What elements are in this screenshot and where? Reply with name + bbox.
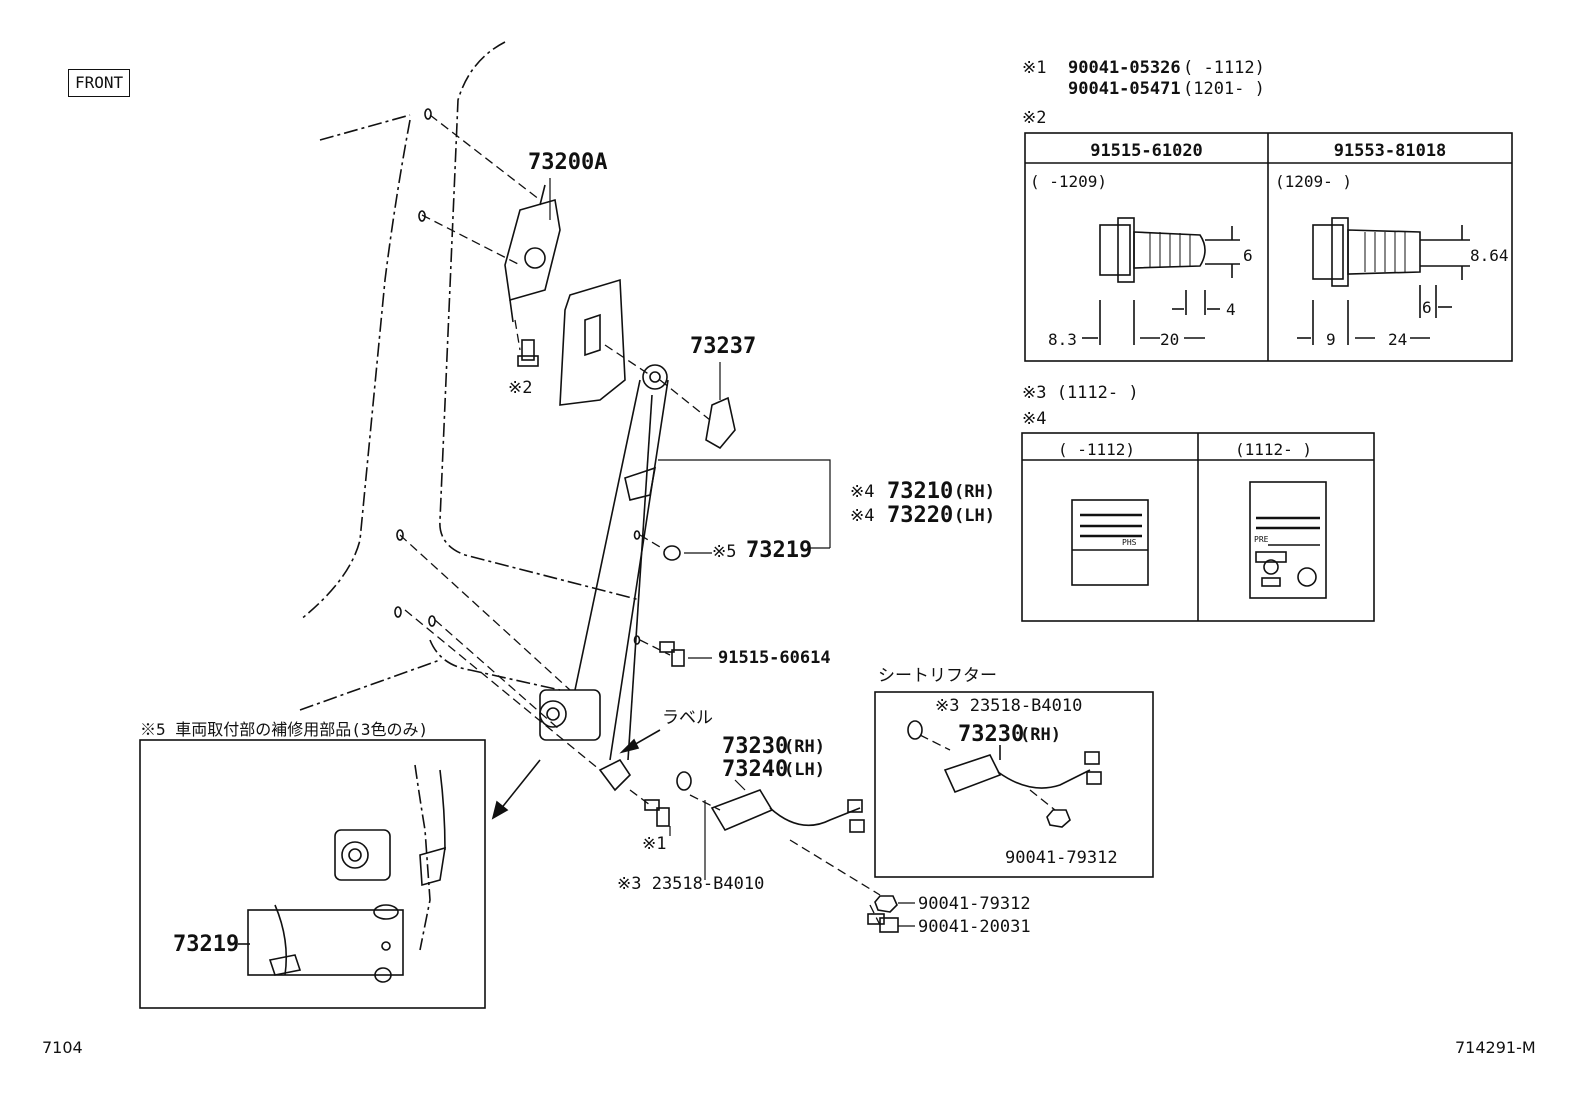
- part-73240-side: (LH): [784, 760, 825, 780]
- part-73210: 73210: [887, 479, 954, 504]
- dim-1-d: 6: [1243, 246, 1253, 265]
- part-73219-mark: ※5: [712, 542, 737, 562]
- seat-lifter-73230: 73230: [958, 722, 1025, 747]
- label-1-text: PHS: [1122, 538, 1137, 547]
- washer: [676, 771, 692, 791]
- bolt-2: [517, 339, 539, 367]
- part-73220: 73220: [887, 503, 954, 528]
- table2-frame: [1024, 132, 1513, 362]
- table2-col2-part: 91553-81018: [1333, 141, 1447, 161]
- part-73237: 73237: [690, 334, 757, 359]
- buckle: [710, 789, 865, 833]
- cap-73219: [663, 545, 681, 561]
- part-73230-side: (RH): [784, 737, 825, 757]
- hole-markers: [394, 108, 641, 645]
- inset5-73219: 73219: [173, 932, 240, 957]
- note-1-mark: ※1: [1022, 58, 1047, 78]
- dim-1-thread-end: 4: [1226, 300, 1236, 319]
- note-1-part-b: 90041-05471: [1068, 79, 1181, 99]
- leader-lines: [549, 178, 915, 927]
- guide-73237: [705, 396, 736, 450]
- seat-lifter-73230-side: (RH): [1020, 725, 1061, 745]
- bolt-91515: [659, 641, 685, 667]
- label-diagram-1: [1071, 499, 1149, 586]
- part-23518-B4010: ※3 23518-B4010: [617, 874, 765, 894]
- part-73230: 73230: [722, 734, 789, 759]
- seat-lifter-23518: ※3 23518-B4010: [935, 696, 1083, 716]
- body-outline: [299, 41, 641, 711]
- part-91515-60614: 91515-60614: [718, 648, 831, 668]
- part-73220-side: (LH): [954, 506, 995, 526]
- footer-left: 7104: [42, 1038, 83, 1057]
- dim-2-head: 9: [1326, 330, 1336, 349]
- seat-lifter-90041: 90041-79312: [1005, 848, 1118, 868]
- label-diagram-2: [1249, 481, 1327, 599]
- note-1-range-b: (1201- ): [1183, 79, 1265, 99]
- pillar-trim: [559, 278, 626, 406]
- note-3: ※3 (1112- ): [1022, 383, 1139, 403]
- part-73210-side: (RH): [954, 482, 995, 502]
- inset-arrow: [491, 759, 541, 820]
- part-73219: 73219: [746, 538, 813, 563]
- part-90041-79312: 90041-79312: [918, 894, 1031, 914]
- note-1-range-a: ( -1112): [1183, 58, 1265, 78]
- inset5-art: [238, 764, 446, 983]
- table2-col1-part: 91515-61020: [1090, 141, 1203, 161]
- note-2-mark: ※2: [1022, 108, 1047, 128]
- part-73200A: 73200A: [528, 150, 608, 175]
- seat-lifter-frame: [874, 691, 1154, 878]
- part-73210-mark: ※4: [850, 482, 875, 502]
- footer-right: 714291-M: [1455, 1038, 1536, 1057]
- bolt-diagram-2: [1297, 217, 1470, 345]
- table2-col2-range: (1209- ): [1275, 172, 1353, 191]
- ref-note-1: ※1: [642, 834, 667, 854]
- seat-lifter-art: [907, 720, 1102, 828]
- belt-webbing: [574, 364, 669, 792]
- inset5-title: ※5 車両取付部の補修用部品(3色のみ): [140, 720, 429, 739]
- part-73220-mark: ※4: [850, 506, 875, 526]
- label-arrow: [619, 729, 661, 754]
- part-90041-20031: 90041-20031: [918, 917, 1031, 937]
- part-73240: 73240: [722, 757, 789, 782]
- dim-2-thread-end: 6: [1422, 298, 1432, 317]
- bolt-90041-20031: [867, 913, 899, 933]
- dim-1-length: 20: [1160, 330, 1180, 349]
- retractor: [539, 689, 601, 741]
- table4-col1-range: ( -1112): [1058, 440, 1136, 459]
- seat-lifter-title: シートリフター: [878, 666, 997, 686]
- inset5-frame: [139, 739, 486, 1009]
- table4-frame: [1021, 432, 1375, 622]
- front-label: FRONT: [68, 69, 131, 97]
- table2-col1-range: ( -1209): [1030, 172, 1108, 191]
- table4-col2-range: (1112- ): [1235, 440, 1313, 459]
- dim-2-d: 8.64: [1470, 246, 1509, 265]
- bolt-diagram-1: [1082, 217, 1240, 345]
- dim-1-head: 8.3: [1048, 330, 1077, 349]
- assembly-lines: [399, 114, 1056, 926]
- ref-note-2: ※2: [508, 378, 533, 398]
- bolt-1: [644, 799, 670, 827]
- upper-anchor-73200A: [504, 184, 561, 323]
- nut-90041-79312: [874, 895, 898, 913]
- label-2-text: PRE: [1254, 535, 1269, 544]
- label-callout: ラベル: [662, 708, 713, 728]
- note-1-part-a: 90041-05326: [1068, 58, 1181, 78]
- note-4-mark: ※4: [1022, 409, 1047, 429]
- dim-2-length: 24: [1388, 330, 1408, 349]
